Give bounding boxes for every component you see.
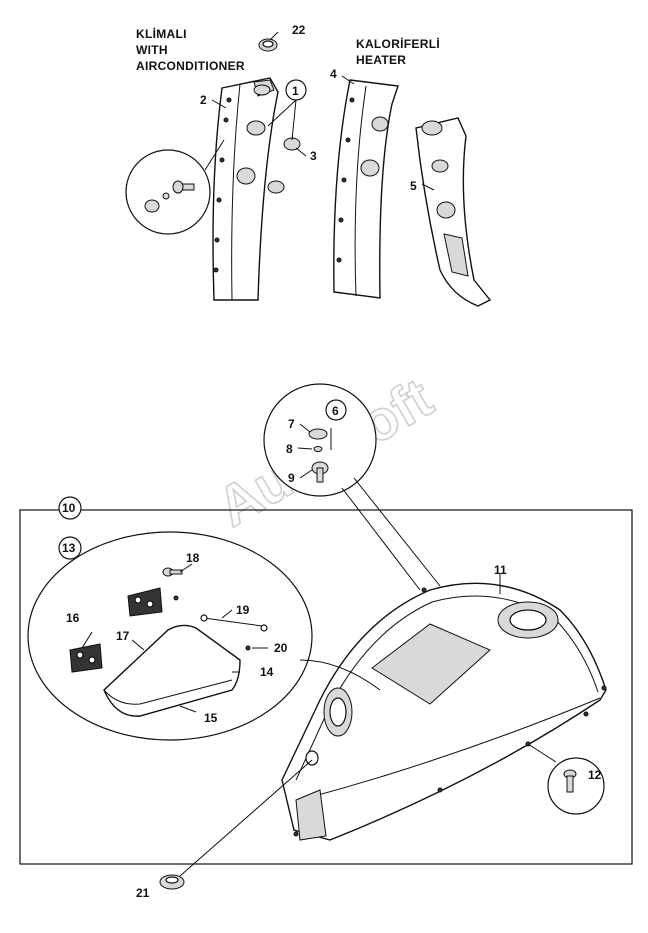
assembly-frame-10 xyxy=(19,509,633,865)
callout-2: 2 xyxy=(200,93,207,107)
svg-text:HEATER: HEATER xyxy=(356,53,406,67)
svg-text:AIRCONDITIONER: AIRCONDITIONER xyxy=(136,59,245,73)
callout-18: 18 xyxy=(186,551,200,565)
callout-21: 21 xyxy=(136,886,150,900)
callout-6: 6 xyxy=(332,404,339,418)
svg-text:KALORİFERLİ: KALORİFERLİ xyxy=(356,36,440,51)
callout-labels: 1 2 3 4 5 6 7 8 9 10 11 12 13 14 15 16 1… xyxy=(58,23,602,900)
header-airconditioner: KLİMALI WITH AIRCONDITIONER xyxy=(136,26,245,73)
leader-lines xyxy=(81,31,501,713)
callout-17: 17 xyxy=(116,629,130,643)
detail-circle-12 xyxy=(527,743,605,815)
callout-5: 5 xyxy=(410,179,417,193)
detail-circle-screw xyxy=(125,139,225,235)
callout-19: 19 xyxy=(236,603,250,617)
cover-panel-11 xyxy=(281,582,607,841)
callout-15: 15 xyxy=(204,711,218,725)
callout-10: 10 xyxy=(62,501,76,515)
pillar-trim-aircon xyxy=(212,77,279,301)
grommet-1 xyxy=(267,180,285,194)
callout-4: 4 xyxy=(330,67,337,81)
callout-16: 16 xyxy=(66,611,80,625)
callout-12: 12 xyxy=(588,768,602,782)
callout-13: 13 xyxy=(62,541,76,555)
callout-22: 22 xyxy=(292,23,306,37)
svg-text:WITH: WITH xyxy=(136,43,168,57)
callout-7: 7 xyxy=(288,417,295,431)
callout-9: 9 xyxy=(288,471,295,485)
callout-14: 14 xyxy=(260,665,274,679)
header-heater: KALORİFERLİ HEATER xyxy=(356,36,440,67)
callout-1: 1 xyxy=(292,84,299,98)
callout-11: 11 xyxy=(494,563,507,577)
detail-circle-6 xyxy=(263,383,441,591)
pillar-trim-heater xyxy=(333,79,399,299)
svg-text:KLİMALI: KLİMALI xyxy=(136,26,187,41)
callout-3: 3 xyxy=(310,149,317,163)
detail-circle-13 xyxy=(27,531,381,741)
pillar-trim-5 xyxy=(415,117,492,307)
callout-20: 20 xyxy=(274,641,288,655)
callout-8: 8 xyxy=(286,442,293,456)
